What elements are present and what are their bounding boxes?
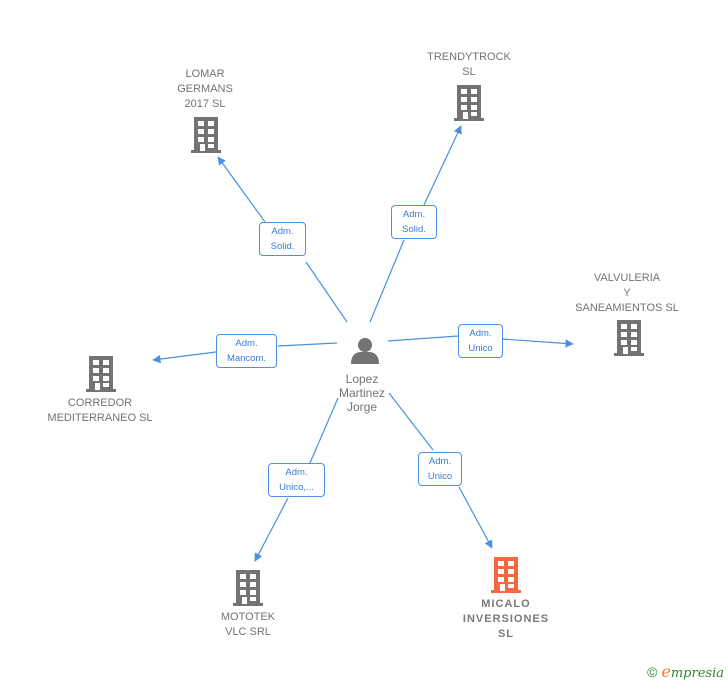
- copyright-icon: ©: [647, 664, 658, 680]
- edge-line-micalo: [388, 392, 492, 548]
- footer-brand: © empresia: [647, 662, 724, 681]
- edge-line-valvuleria: [387, 336, 573, 344]
- edge-label-trendytrock: Adm. Solid.: [391, 205, 437, 239]
- building-icon-micalo[interactable]: [491, 557, 521, 593]
- edge-line-trendytrock: [369, 126, 461, 323]
- building-icon-corredor[interactable]: [86, 356, 116, 392]
- edge-label-micalo: Adm. Unico: [418, 452, 462, 486]
- edge-label-lomar: Adm. Solid.: [259, 222, 306, 256]
- edge-label-mototek: Adm. Unico,...: [268, 463, 325, 497]
- person-name-label[interactable]: Lopez Martinez Jorge: [338, 372, 385, 414]
- building-icon-lomar[interactable]: [191, 117, 221, 153]
- node-label-valvuleria[interactable]: VALVULERIA Y SANEAMIENTOS SL: [575, 272, 679, 314]
- building-icon-trendytrock[interactable]: [454, 85, 484, 121]
- edge-label-valvuleria: Adm. Unico: [458, 324, 503, 358]
- node-label-corredor[interactable]: CORREDOR MEDITERRANEO SL: [47, 397, 153, 424]
- building-icon-mototek[interactable]: [233, 570, 263, 606]
- edge-line-mototek: [255, 397, 339, 561]
- person-icon[interactable]: [351, 338, 379, 364]
- node-label-mototek[interactable]: MOTOTEK VLC SRL: [220, 611, 276, 638]
- node-label-lomar[interactable]: LOMAR GERMANS 2017 SL: [177, 68, 233, 110]
- edge-line-lomar: [218, 157, 348, 323]
- node-label-micalo[interactable]: MICALO INVERSIONES SL: [462, 598, 550, 640]
- node-label-trendytrock[interactable]: TRENDYTROCK SL: [427, 51, 511, 78]
- edge-line-corredor: [153, 342, 338, 360]
- brand-logo: empresia: [661, 662, 724, 681]
- building-icon-valvuleria[interactable]: [614, 320, 644, 356]
- edge-label-corredor: Adm. Mancom.: [216, 334, 277, 368]
